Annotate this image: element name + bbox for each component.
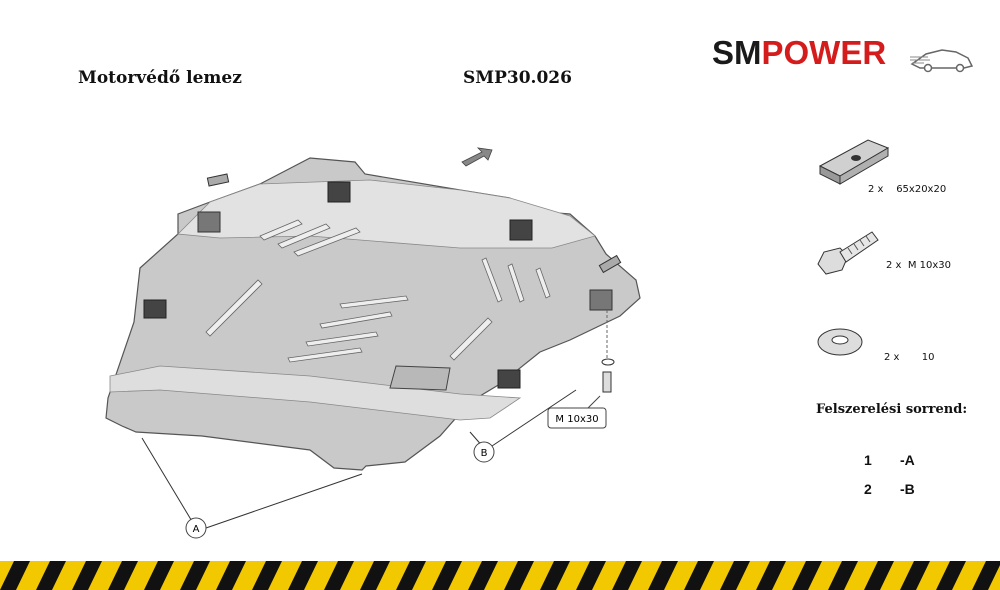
part-3-qty: 2 x	[884, 352, 900, 363]
hazard-stripe	[0, 561, 1000, 590]
part-1-qty: 2 x	[868, 184, 884, 195]
bolt-callout-label: M 10x30	[555, 414, 598, 425]
mount-pocket	[497, 369, 521, 389]
logo-wordmark: SMPOWER	[712, 34, 886, 72]
logo-text-sm: SM	[712, 34, 762, 71]
bolt-callout-box	[547, 407, 607, 429]
mount-pocket	[197, 211, 221, 233]
step-2-label: -B	[900, 481, 915, 497]
product-code: SMP30.026	[463, 68, 572, 88]
logo-text-power: POWER	[761, 34, 887, 71]
part-2-label: 2 x M 10x30	[886, 260, 951, 271]
skid-plate-diagram: M 10x30 A B	[105, 147, 641, 539]
vent-slots	[205, 219, 551, 363]
bolt-washer	[601, 358, 615, 366]
part-1-label: 2 x 65x20x20	[868, 184, 946, 195]
clip-nut-left	[206, 173, 230, 187]
callout-b-circle	[473, 441, 495, 463]
clip-nut-right	[598, 254, 622, 274]
parts-list: 2 x 65x20x20 2 x M 10x30 2 x 10	[790, 120, 1000, 420]
step-2-number: 2	[864, 481, 872, 497]
plate-nut-icon	[818, 139, 890, 185]
callout-a-letter: A	[193, 524, 200, 535]
step-1-number: 1	[864, 452, 872, 468]
callout-a-circle	[185, 517, 207, 539]
installation-order-title: Felszerelési sorrend:	[816, 402, 968, 417]
product-name: Motorvédő lemez	[78, 68, 242, 88]
car-silhouette-icon	[910, 49, 974, 73]
bolt-m10	[602, 371, 612, 393]
part-2-qty: 2 x	[886, 260, 902, 271]
mount-pocket	[509, 219, 533, 241]
smpower-logo: SMPOWER	[712, 30, 974, 82]
front-direction-arrow-icon	[461, 147, 493, 167]
bolt-icon	[817, 231, 879, 275]
part-3-label: 2 x 10	[884, 352, 934, 363]
service-hatch	[389, 365, 451, 391]
mount-pocket	[143, 299, 167, 319]
washer-icon	[817, 328, 863, 356]
part-2-spec: M 10x30	[907, 260, 952, 271]
callout-b-letter: B	[481, 448, 488, 459]
part-3-spec: 10	[921, 352, 935, 363]
step-1-label: -A	[900, 452, 915, 468]
part-1-spec: 65x20x20	[896, 184, 947, 195]
mount-pocket	[327, 181, 351, 203]
mount-pocket	[589, 289, 613, 311]
